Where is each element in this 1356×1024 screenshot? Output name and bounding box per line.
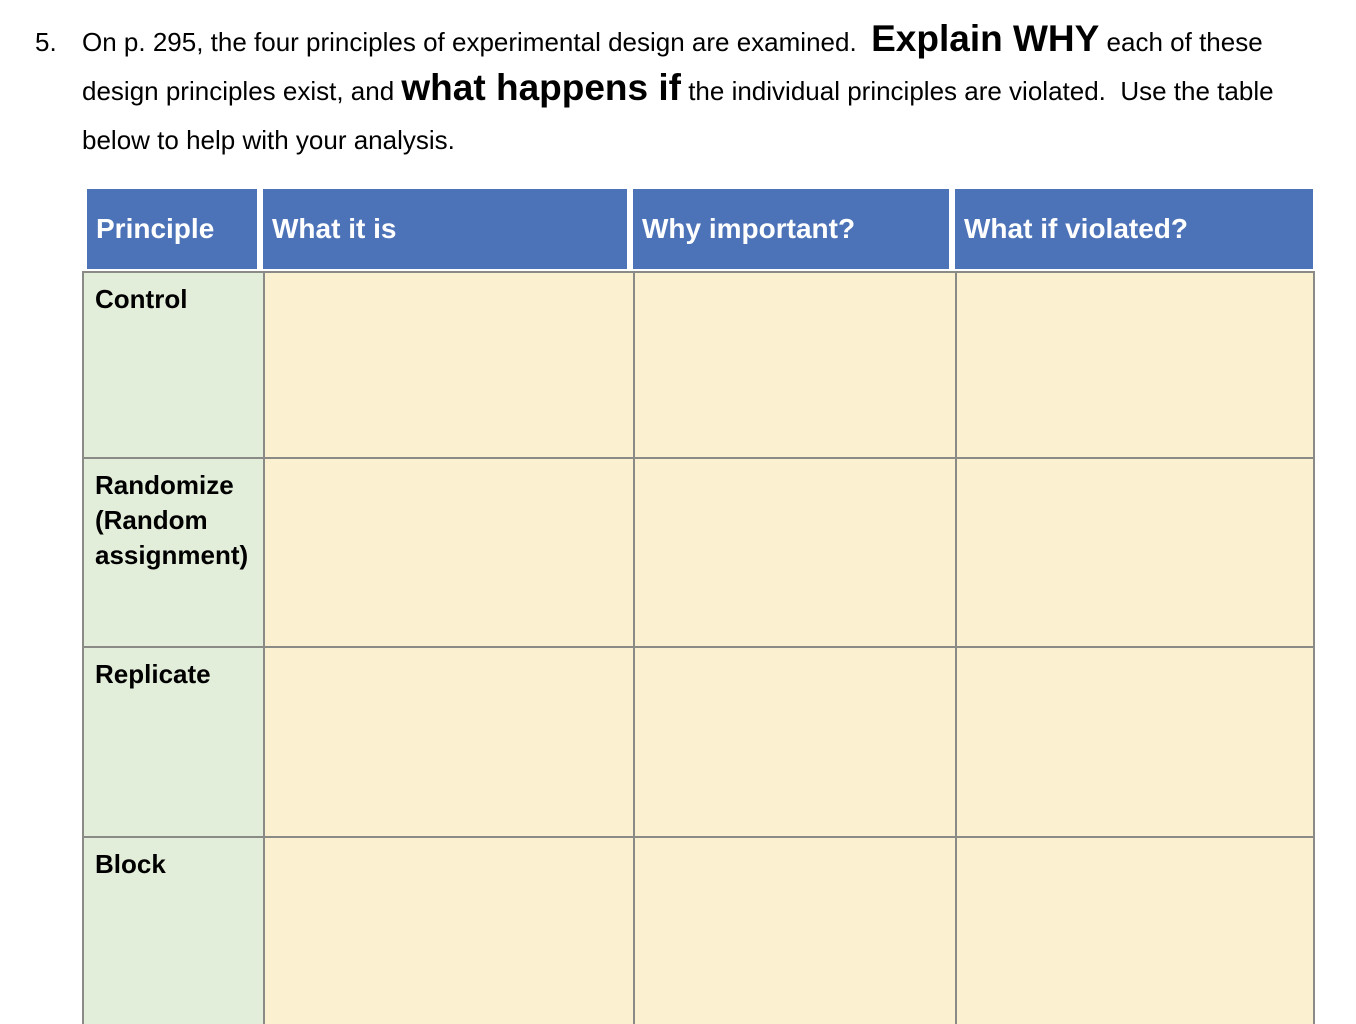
question-text-part3: the individual principles are violated. … bbox=[82, 76, 1281, 155]
cell-control-what-if-violated[interactable] bbox=[957, 273, 1315, 459]
cell-block-what-if-violated[interactable] bbox=[957, 838, 1315, 1024]
question-text: On p. 295, the four principles of experi… bbox=[82, 18, 1292, 165]
cell-randomize-what-it-is[interactable] bbox=[265, 459, 635, 648]
cell-control-why-important[interactable] bbox=[635, 273, 957, 459]
header-why-important: Why important? bbox=[633, 189, 955, 269]
question-emphasis-what-happens-if: what happens if bbox=[401, 67, 681, 108]
question-text-part2: each of these design principles exist, a… bbox=[82, 27, 1270, 106]
cell-replicate-what-it-is[interactable] bbox=[265, 648, 635, 838]
cell-replicate-label: Replicate bbox=[84, 648, 265, 838]
cell-control-label: Control bbox=[84, 273, 265, 459]
table-header-row: Principle What it is Why important? What… bbox=[82, 189, 1315, 269]
question-number: 5. bbox=[35, 27, 57, 57]
cell-randomize-label: Randomize (Random assignment) bbox=[84, 459, 265, 648]
table-body: Control Randomize (Random assignment) Re… bbox=[82, 271, 1315, 1024]
cell-block-label: Block bbox=[84, 838, 265, 1024]
header-principle: Principle bbox=[82, 189, 263, 269]
question-text-part1: On p. 295, the four principles of experi… bbox=[82, 27, 872, 57]
cell-randomize-why-important[interactable] bbox=[635, 459, 957, 648]
cell-replicate-what-if-violated[interactable] bbox=[957, 648, 1315, 838]
design-principles-table: Principle What it is Why important? What… bbox=[82, 189, 1315, 1024]
cell-block-why-important[interactable] bbox=[635, 838, 957, 1024]
question-emphasis-explain-why: Explain WHY bbox=[871, 18, 1100, 59]
cell-randomize-what-if-violated[interactable] bbox=[957, 459, 1315, 648]
header-what-if-violated: What if violated? bbox=[955, 189, 1313, 269]
header-what-it-is: What it is bbox=[263, 189, 633, 269]
question-block: 5. On p. 295, the four principles of exp… bbox=[35, 18, 1356, 165]
cell-replicate-why-important[interactable] bbox=[635, 648, 957, 838]
cell-block-what-it-is[interactable] bbox=[265, 838, 635, 1024]
cell-control-what-it-is[interactable] bbox=[265, 273, 635, 459]
